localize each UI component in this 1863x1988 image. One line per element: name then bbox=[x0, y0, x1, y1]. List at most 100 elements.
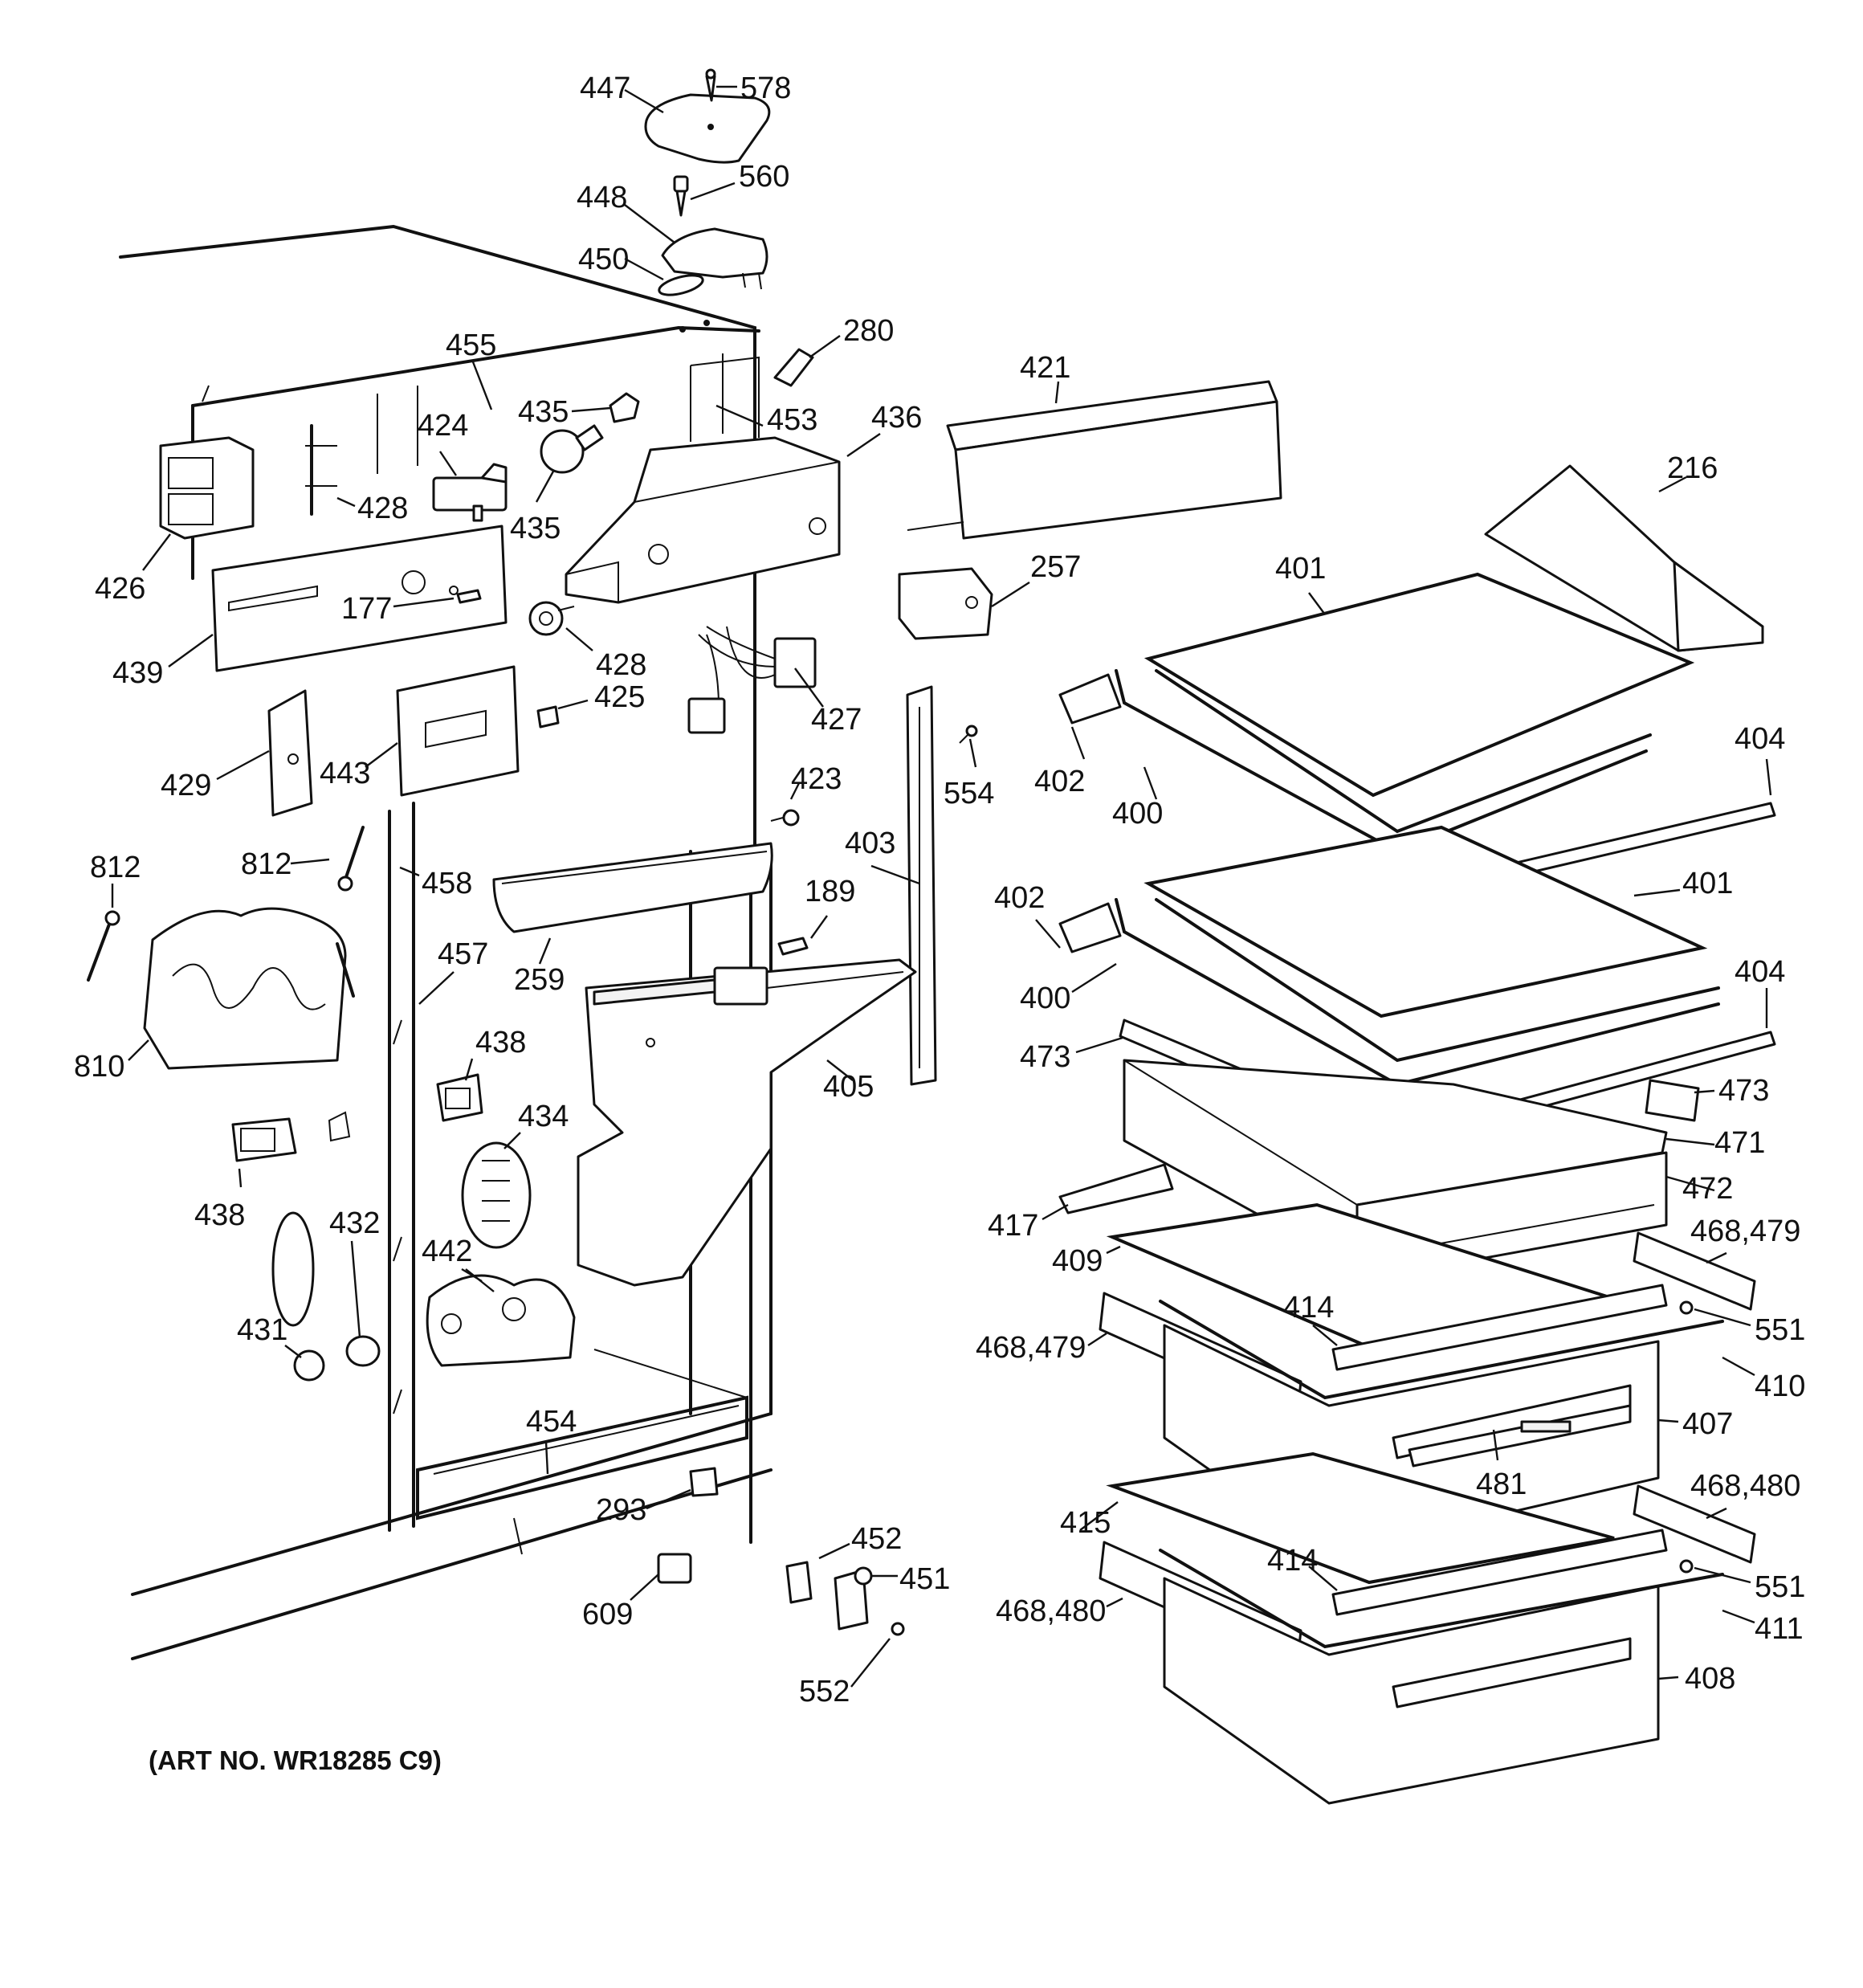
callout-438-upper: 438 bbox=[475, 1026, 526, 1059]
callout-609: 609 bbox=[582, 1598, 633, 1631]
part-438-clip-upper bbox=[436, 1073, 483, 1122]
callout-427: 427 bbox=[811, 703, 862, 737]
part-560-screw bbox=[673, 175, 689, 217]
callout-435-lower: 435 bbox=[510, 512, 561, 545]
callout-455: 455 bbox=[446, 329, 496, 362]
callout-457: 457 bbox=[438, 937, 488, 971]
callout-448: 448 bbox=[577, 181, 627, 214]
callout-472: 472 bbox=[1682, 1172, 1733, 1206]
part-452-plate bbox=[785, 1561, 813, 1604]
part-405-air-duct bbox=[577, 958, 917, 1287]
part-468-479-slide-right bbox=[1633, 1231, 1756, 1311]
part-414-crisper-trim-lower bbox=[1331, 1529, 1668, 1616]
part-436-control-housing bbox=[565, 436, 841, 604]
part-428-gear bbox=[528, 601, 575, 636]
part-257-defrost-timer bbox=[898, 567, 993, 640]
callout-429: 429 bbox=[161, 769, 211, 802]
callout-551-lower: 551 bbox=[1755, 1570, 1805, 1604]
part-189-clip bbox=[777, 937, 809, 956]
callout-468-480-left: 468,480 bbox=[996, 1594, 1106, 1628]
art-number: (ART NO. WR18285 C9) bbox=[149, 1745, 442, 1775]
callout-447: 447 bbox=[580, 71, 630, 105]
part-428-switch-bracket bbox=[305, 424, 337, 516]
callout-401-lower: 401 bbox=[1682, 867, 1733, 900]
bottom-frame-454 bbox=[416, 1349, 748, 1555]
part-431-grommet bbox=[271, 1211, 325, 1382]
callout-812-left: 812 bbox=[90, 851, 141, 884]
callout-424: 424 bbox=[418, 409, 468, 443]
callout-293: 293 bbox=[596, 1493, 646, 1527]
callout-468-479-left: 468,479 bbox=[976, 1331, 1086, 1365]
callout-439: 439 bbox=[112, 656, 163, 690]
callout-417: 417 bbox=[988, 1209, 1038, 1243]
part-473-slide-right bbox=[1645, 1079, 1700, 1122]
callout-426: 426 bbox=[95, 572, 145, 606]
part-434-grille bbox=[461, 1141, 532, 1249]
part-609-switch bbox=[657, 1553, 692, 1584]
callout-405: 405 bbox=[823, 1070, 874, 1104]
callout-425: 425 bbox=[594, 680, 645, 714]
part-414-crisper-trim-upper bbox=[1331, 1284, 1668, 1371]
callout-812-right: 812 bbox=[241, 847, 291, 881]
part-280-clip bbox=[773, 348, 814, 387]
part-551-screw-lower bbox=[1679, 1559, 1694, 1574]
callout-257: 257 bbox=[1030, 550, 1081, 584]
part-443-mounting-bracket bbox=[396, 665, 520, 797]
part-481-drawer-handle bbox=[1408, 1404, 1632, 1468]
part-447-thermostat-cover bbox=[644, 93, 771, 164]
callout-407: 407 bbox=[1682, 1407, 1733, 1441]
callout-400-lower: 400 bbox=[1020, 982, 1070, 1015]
callout-labels: 447 578 560 448 450 280 455 435 453 436 … bbox=[74, 71, 1805, 1708]
part-408-crisper-drawer-lower bbox=[1163, 1577, 1660, 1805]
part-439-mounting-plate bbox=[211, 525, 508, 672]
part-812-tube-right bbox=[337, 826, 365, 892]
callout-450: 450 bbox=[578, 243, 629, 276]
callout-409: 409 bbox=[1052, 1244, 1103, 1278]
callout-432: 432 bbox=[329, 1206, 380, 1240]
callout-423: 423 bbox=[791, 762, 842, 796]
callout-259: 259 bbox=[514, 963, 565, 997]
callout-452: 452 bbox=[851, 1522, 902, 1556]
callout-216: 216 bbox=[1667, 451, 1718, 485]
part-453-liner-panel bbox=[690, 356, 760, 438]
part-423-fastener bbox=[770, 809, 800, 827]
part-438-clip-lower bbox=[231, 1111, 351, 1162]
callout-434: 434 bbox=[518, 1100, 569, 1133]
callout-810: 810 bbox=[74, 1050, 124, 1084]
callout-403: 403 bbox=[845, 827, 895, 860]
callout-453: 453 bbox=[767, 403, 817, 437]
part-293-clip bbox=[689, 1467, 719, 1497]
part-177-screw bbox=[456, 589, 482, 604]
callout-438-lower: 438 bbox=[194, 1198, 245, 1232]
callout-421: 421 bbox=[1020, 351, 1070, 385]
leader-lines bbox=[111, 85, 1772, 1688]
part-424-light-switch bbox=[432, 463, 508, 522]
part-432-bushing bbox=[345, 1335, 381, 1367]
callout-551-upper: 551 bbox=[1755, 1313, 1805, 1347]
part-426-light-housing bbox=[159, 436, 255, 540]
callout-468-480-right: 468,480 bbox=[1690, 1469, 1800, 1503]
callout-436: 436 bbox=[871, 401, 922, 435]
part-448-bracket bbox=[661, 227, 768, 290]
callout-578: 578 bbox=[740, 71, 791, 105]
part-259-control-cover bbox=[492, 842, 773, 933]
callout-415: 415 bbox=[1060, 1506, 1111, 1540]
part-812-tube-left bbox=[87, 910, 120, 982]
callout-410: 410 bbox=[1755, 1370, 1805, 1403]
callout-414-upper: 414 bbox=[1283, 1291, 1334, 1325]
callout-552: 552 bbox=[799, 1675, 850, 1708]
part-435-light-bulb bbox=[540, 424, 604, 474]
callout-431: 431 bbox=[237, 1313, 287, 1347]
callout-560: 560 bbox=[739, 160, 789, 194]
callout-471: 471 bbox=[1714, 1126, 1765, 1160]
part-401-glass-shelf-upper bbox=[1143, 572, 1695, 798]
callout-400-upper: 400 bbox=[1112, 797, 1163, 831]
callout-177: 177 bbox=[341, 592, 392, 626]
callout-428-upper: 428 bbox=[357, 492, 408, 525]
part-421-shelf-channel bbox=[907, 380, 1282, 540]
part-402-shelf-bracket-lower bbox=[1058, 902, 1122, 953]
part-578-screw bbox=[705, 68, 716, 102]
callout-443: 443 bbox=[320, 757, 370, 790]
part-401-glass-shelf-lower bbox=[1143, 825, 1708, 1018]
